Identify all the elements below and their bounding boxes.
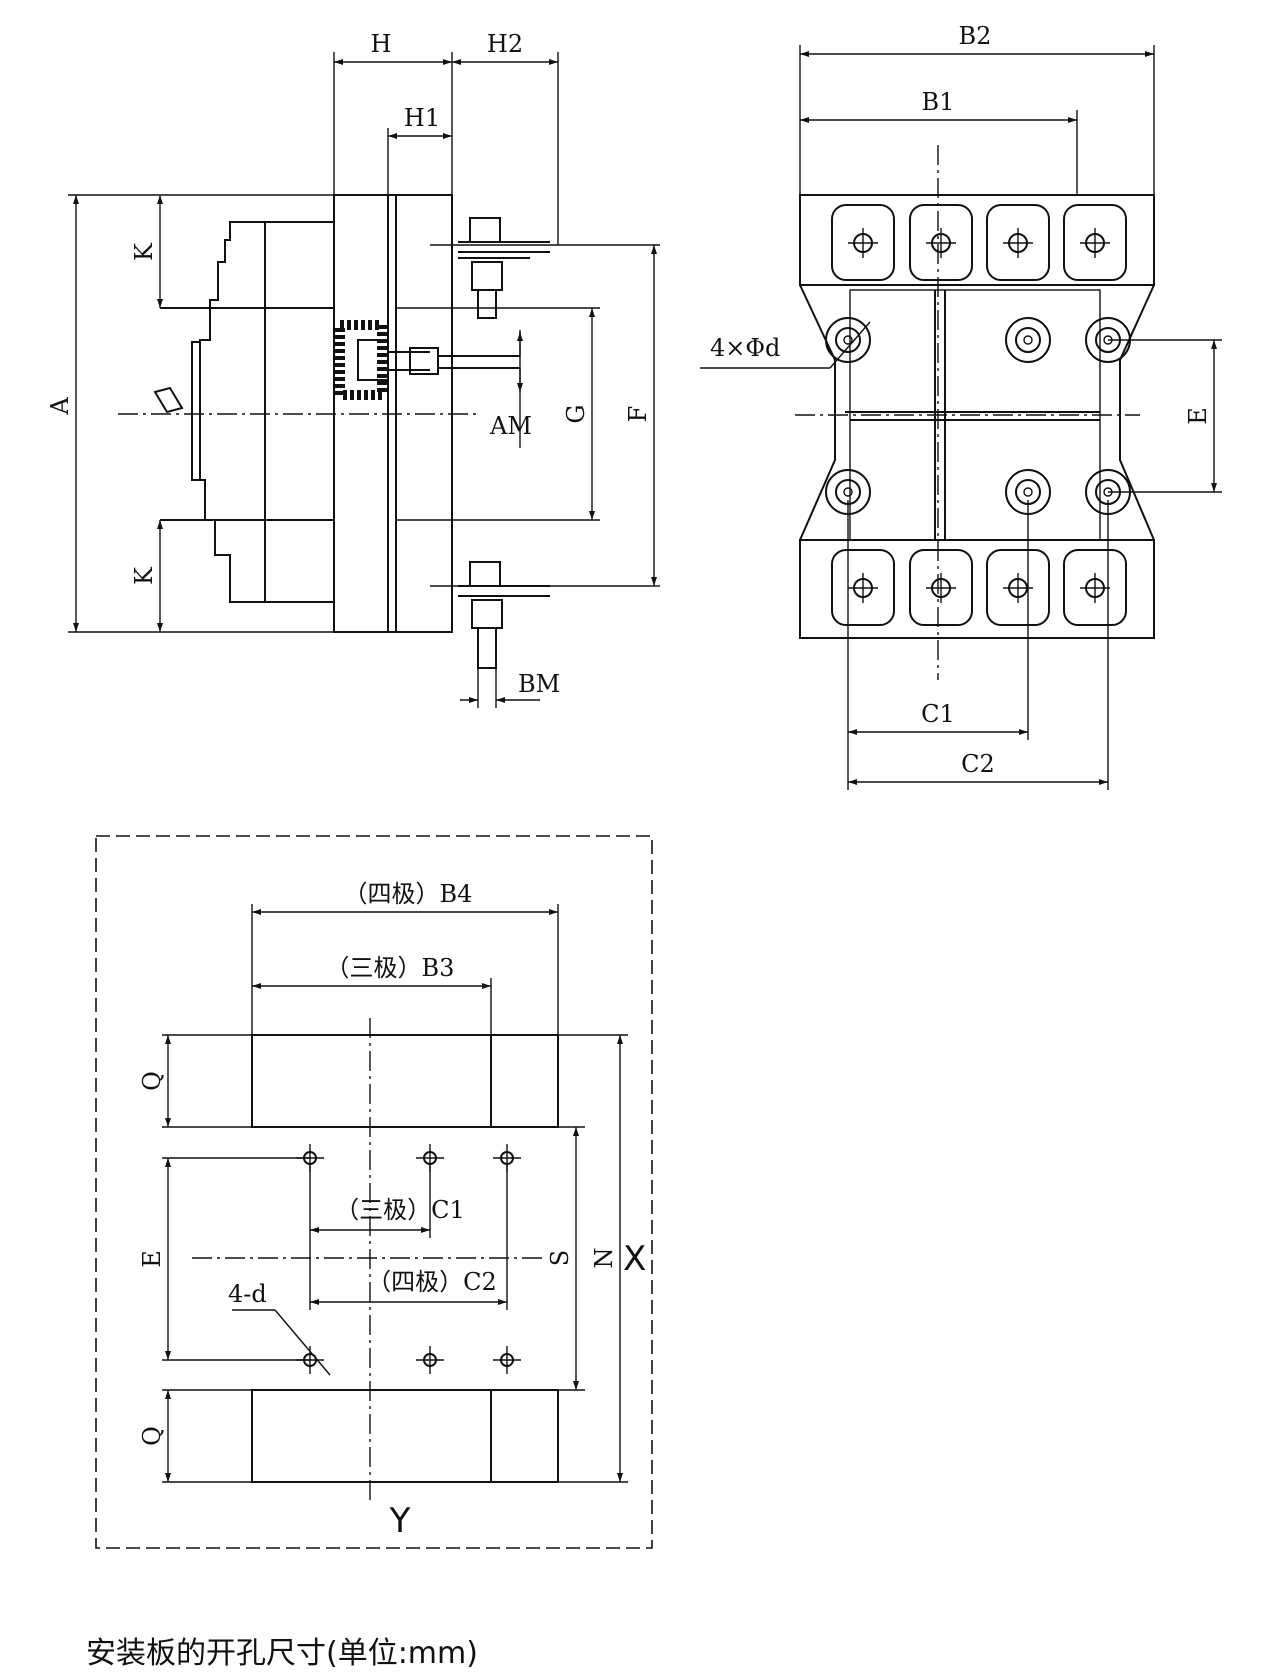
cutout-holes <box>296 1144 521 1374</box>
dim-C2-label: C2 <box>961 750 995 778</box>
dim-C1-label: C1 <box>921 700 955 728</box>
dim-B3-label: （三极）B3 <box>326 954 455 982</box>
dim-AM-label: AM <box>489 412 532 440</box>
dim-A-label: A <box>46 397 74 416</box>
dim-G-label: G <box>562 404 590 423</box>
panel-cutout: （四极）B4 （三极）B3 Q Q E <box>95 835 653 1549</box>
caption: 安装板的开孔尺寸(单位:mm) <box>86 1636 478 1671</box>
dim-B1-label: B1 <box>922 88 955 116</box>
dim-C1-cutout-label: （三极）C1 <box>335 1196 465 1224</box>
dim-C2-cutout-label: （四极）C2 <box>367 1268 497 1296</box>
front-view: B2 B1 <box>700 22 1222 790</box>
dim-B4-label: （四极）B4 <box>344 880 473 908</box>
dim-K-top-label: K <box>130 242 158 261</box>
cutout-hole-callout: 4-d <box>228 1280 267 1308</box>
dim-BM-label: BM <box>518 670 560 698</box>
hole-callout-label: 4×Φd <box>710 334 780 362</box>
side-view: H H2 H1 AM <box>46 30 660 708</box>
dim-E-label: E <box>1184 407 1212 425</box>
dim-Q-bottom-label: Q <box>138 1426 166 1446</box>
dim-H-label: H <box>371 30 392 58</box>
dim-K-bottom-label: K <box>130 566 158 585</box>
dim-N-label: N <box>590 1248 618 1269</box>
axis-X-label: X <box>623 1239 646 1279</box>
dim-S-label: S <box>546 1250 574 1266</box>
axis-Y-label: Y <box>389 1501 411 1541</box>
dim-Q-top-label: Q <box>138 1071 166 1091</box>
dim-H2-label: H2 <box>487 30 523 58</box>
dim-F-label: F <box>624 406 652 423</box>
dim-B2-label: B2 <box>959 22 992 50</box>
dim-E-cutout-label: E <box>138 1250 166 1268</box>
dim-H1-label: H1 <box>404 104 440 132</box>
